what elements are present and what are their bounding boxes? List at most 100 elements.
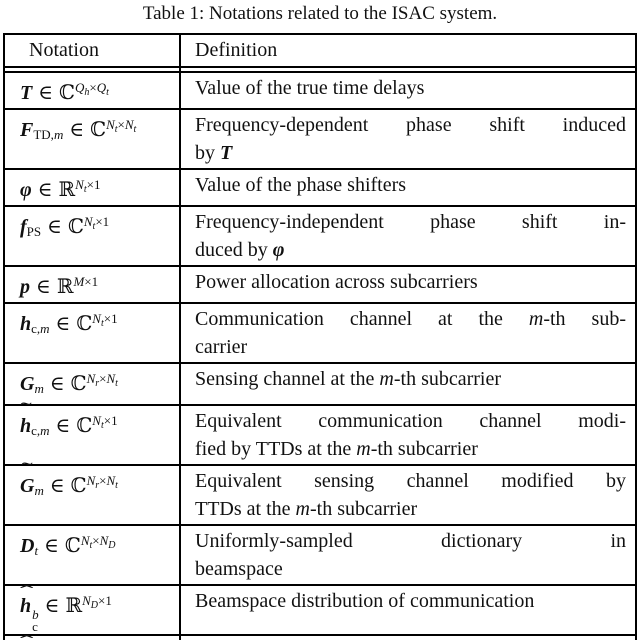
math-token: Frequency-dependent phase shift induced [195,114,626,136]
math-token: PS [26,224,42,239]
definition-line: Communication channel at the m-th sub- [195,305,626,333]
definition-line: Power allocation across subcarriers [195,268,626,296]
math-token: N [106,117,115,132]
math-token: × [103,413,112,428]
definition-cell: Communication channel at the m-th sub-ca… [181,304,635,362]
math-token: Communication channel at the [195,308,529,330]
notation-cell: p∈ℝM×1 [5,267,181,302]
notation-cell: φ∈ℝNt×1 [5,170,181,205]
math-token: m [295,498,310,520]
math-token: N [99,533,109,548]
math-script: t [34,543,38,558]
math-token: φ [20,179,32,201]
math-script: TD,m [33,127,63,142]
math-token: m [356,438,371,460]
math-token: fied by TTDs at the [195,438,357,460]
math-token: ∈ [37,177,53,201]
math-token: ℂ [76,311,93,335]
math-token: × [84,274,92,289]
math-token: m [379,368,394,390]
math-token: t [92,221,96,232]
math-token: N [80,533,90,548]
math-token: × [89,80,97,95]
math-token: × [99,473,107,488]
math-token: N [82,593,91,608]
math-token: Value of the phase shifters [195,174,407,196]
math-token: ℝ [65,593,83,617]
math-token: Q [96,80,107,95]
math-token: M [73,274,85,289]
table-row: φ∈ℝNt×1 Value of the phase shifters [5,168,635,205]
math-token: t [115,378,118,389]
math-token: by [195,142,220,164]
definition-line: Value of the true time delays [195,74,626,102]
math-token: t [106,87,109,98]
definition-cell: Sensing channel at the m-th subcarrier [181,364,635,394]
math-token: ∈ [36,274,51,298]
definition-line: fied by TTDs at the m-th subcarrier [195,435,626,463]
definition-cell: Equivalent sensing channel modified by TT… [181,466,635,524]
math-token: h [84,87,90,98]
math-token: F [20,119,34,141]
header-double-rule-gap [5,66,635,71]
math-token: ∈ [44,533,59,557]
math-token: Equivalent sensing channel modified by [195,470,626,492]
math-token: ℂ [90,117,107,141]
math-script: Nt×1 [92,413,118,431]
math-script: Nr×Nt [86,371,118,389]
math-token: TTDs at the [195,498,296,520]
notation-cell: fPS∈ℂNt×1 [5,207,181,265]
math-token: ℂ [67,214,84,238]
math-token: 1 [111,413,118,428]
notation-cell: ˜hc,m∈ℂNt×1 [5,400,181,464]
hat-accent-mark: ˆ [20,582,34,604]
notation-cell: Gm∈ℂNr×Nt [5,364,181,404]
definition-line: carrier [195,333,626,361]
math-token: ∈ [69,117,85,141]
math-token: 1 [111,311,118,326]
math-token: beamspace [195,558,283,580]
tilde-accent-mark: ˜ [19,399,32,421]
definition-line: Uniformly-sampled dictionary in [195,527,626,555]
math-token: t [83,184,87,195]
math-token: 1 [105,593,112,608]
math-token: × [95,214,103,229]
math-token: D [20,535,35,557]
definition-cell: Frequency-independent phase shift in-duc… [181,207,635,265]
math-token: c [32,619,38,634]
math-subscript: c [32,619,38,634]
math-token: m [528,308,544,330]
math-token: t [100,420,104,431]
math-token: Beamspace distribution of communication [195,590,535,612]
math-script: Nt×1 [75,177,100,195]
math-token: ∈ [47,214,62,238]
math-token: ∈ [49,473,65,497]
math-token: ℝ [56,274,74,298]
definition-cell: Value of the true time delays [181,73,635,103]
math-token: ℂ [70,371,87,395]
math-token: m [53,127,64,142]
math-token: ∈ [38,80,54,104]
math-token: ℂ [70,473,87,497]
math-script: Qh×Qt [75,80,109,98]
math-token: Frequency-independent phase shift in- [195,211,626,233]
math-token: ∈ [55,413,71,437]
table-header-row: Notation Definition [5,35,635,66]
math-token: × [92,533,100,548]
notation-cell: T∈ℂQh×Qt [5,73,181,108]
notation-cell: Dt∈ℂNt×ND [5,526,181,584]
definition-cell: Uniformly-sampled dictionary in beamspace [181,526,635,584]
math-accented: ˜G [20,460,34,500]
math-script: Nt×ND [80,533,116,551]
math-token: N [86,371,96,386]
math-token: Sensing channel at the [195,368,380,390]
math-token: T [220,142,233,164]
